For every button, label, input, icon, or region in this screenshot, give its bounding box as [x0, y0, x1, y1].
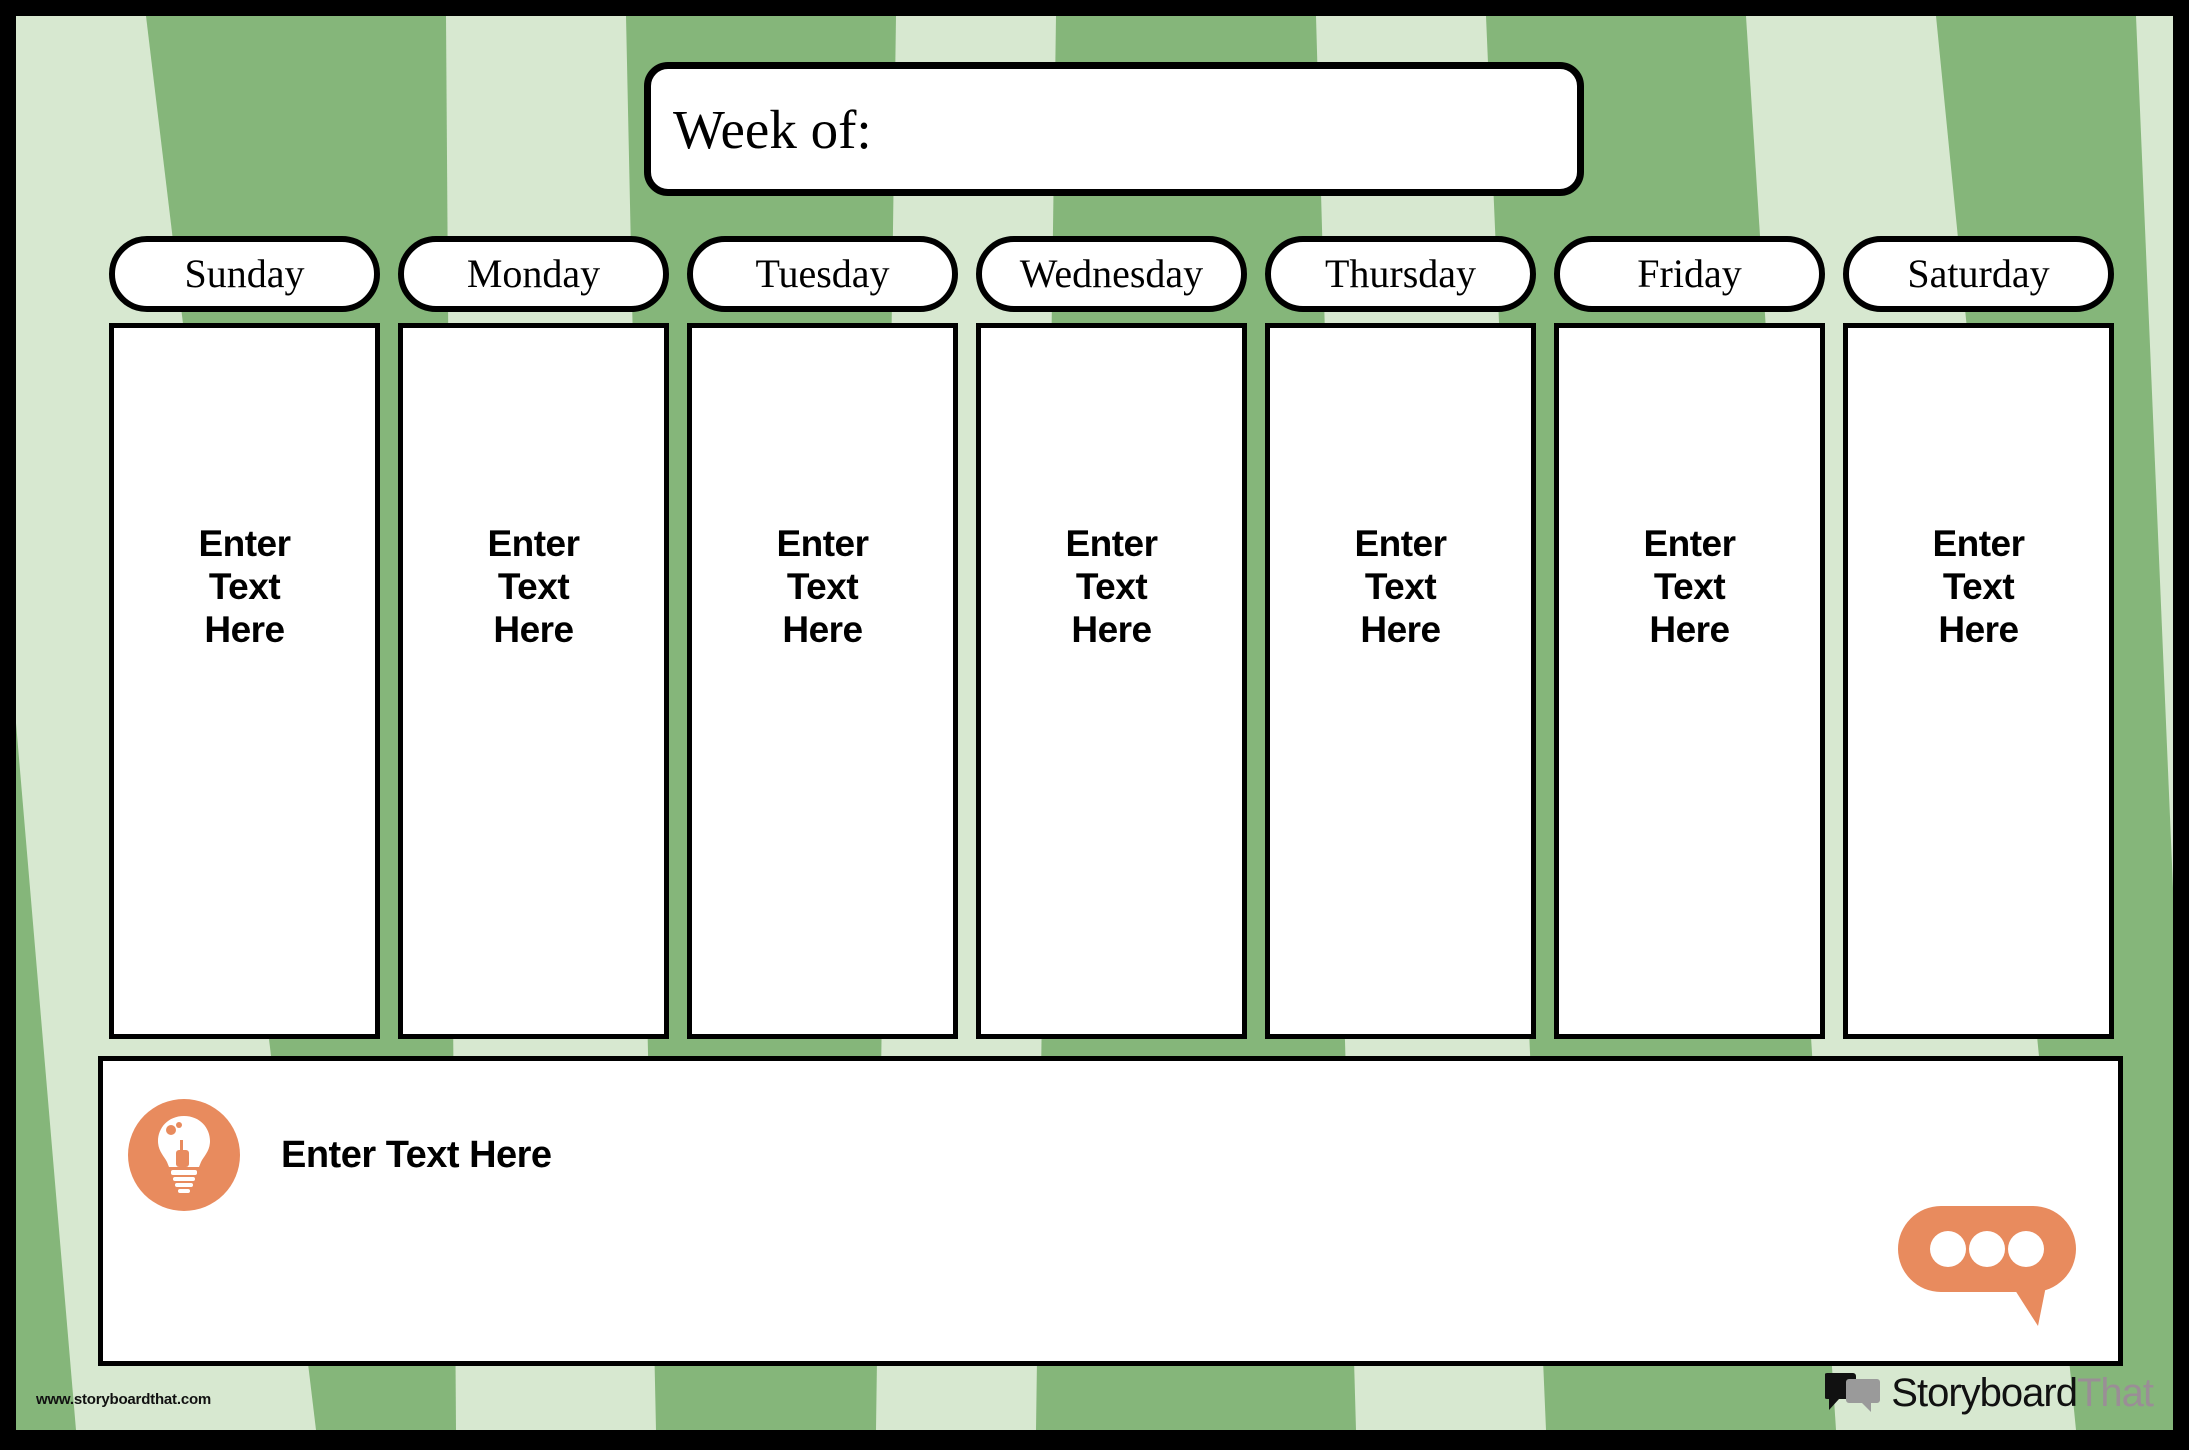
- notes-panel[interactable]: Enter Text Here: [98, 1056, 2123, 1366]
- sunburst-canvas: Week of: Sunday Monday Tuesday Wednesday…: [16, 16, 2173, 1430]
- site-watermark: www.storyboardthat.com: [36, 1391, 212, 1408]
- day-header-label: Monday: [466, 251, 601, 296]
- lightbulb-icon: [128, 1099, 240, 1211]
- day-header-label: Thursday: [1324, 251, 1477, 296]
- brand-wordmark: StoryboardThat: [1891, 1371, 2154, 1415]
- day-header-wednesday[interactable]: Wednesday: [976, 236, 1247, 312]
- week-of-field[interactable]: Week of:: [644, 62, 1584, 196]
- speech-bubbles-logo-icon: [1825, 1373, 1881, 1412]
- day-header-tuesday[interactable]: Tuesday: [687, 236, 958, 312]
- day-header-sunday[interactable]: Sunday: [109, 236, 380, 312]
- day-header-label: Sunday: [184, 251, 305, 296]
- day-header-monday[interactable]: Monday: [398, 236, 669, 312]
- notes-placeholder: Enter Text Here: [281, 1134, 552, 1176]
- day-header-label: Saturday: [1907, 251, 2050, 296]
- day-header-label: Wednesday: [1019, 251, 1204, 296]
- day-header-label: Tuesday: [755, 251, 890, 296]
- day-header-row: Sunday Monday Tuesday Wednesday Thursday…: [109, 236, 2114, 312]
- day-header-friday[interactable]: Friday: [1554, 236, 1825, 312]
- week-of-label: Week of:: [673, 98, 872, 160]
- lightbulb-glyph: [158, 1116, 210, 1193]
- speech-bubble-icon: [1898, 1206, 2076, 1326]
- day-header-saturday[interactable]: Saturday: [1843, 236, 2114, 312]
- brand-primary-text: Storyboard: [1891, 1371, 2078, 1415]
- day-header-label: Friday: [1637, 251, 1742, 296]
- day-header-thursday[interactable]: Thursday: [1265, 236, 1536, 312]
- storyboardthat-logo: StoryboardThat: [1825, 1370, 2154, 1416]
- brand-secondary-text: That: [2076, 1371, 2154, 1415]
